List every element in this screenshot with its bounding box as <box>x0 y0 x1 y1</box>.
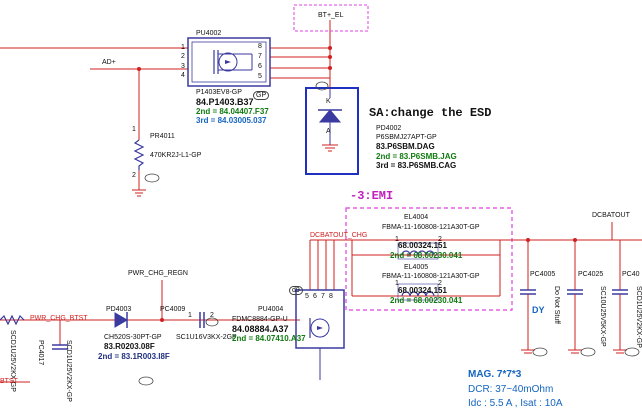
junctions <box>137 46 577 322</box>
pd4002-pin-a: A <box>326 128 331 135</box>
el4005-symbol <box>397 283 439 301</box>
pu4002-badge: GP <box>253 91 270 100</box>
net-pwr-chg-regn: PWR_CHG_REGN <box>128 270 188 277</box>
pd4002-ref: PD4002 <box>376 125 402 132</box>
net-btst: BTST <box>0 378 18 385</box>
pd4003-pn: 83.R0203.08F <box>104 342 155 351</box>
net-dcbatout: DCBATOUT <box>592 212 630 219</box>
pd4002-3rd: 3rd = 83.P6SMB.CAG <box>376 161 457 170</box>
pc4009-ref: PC4009 <box>160 306 186 313</box>
el4004-pin-2: 2 <box>438 236 442 243</box>
left-resistor-symbol <box>0 314 25 326</box>
net-ad-plus: AD+ <box>102 59 116 66</box>
pu4002-pin-1: 1 <box>181 44 185 51</box>
note-badges <box>138 81 640 386</box>
pd4003-ref: PD4003 <box>106 306 132 313</box>
el4004-2nd: 2nd = 68.00230.041 <box>390 251 463 260</box>
note-mag: MAG. 7*7*3 <box>468 369 522 380</box>
el4005-ref: EL4005 <box>404 264 429 271</box>
esd-note: SA:change the ESD <box>369 106 492 120</box>
pc40-ref: PC40 <box>622 271 640 278</box>
pd4003-2nd: 2nd = 83.1R003.I8F <box>98 352 170 361</box>
pu4004-symbol <box>295 289 345 380</box>
pu4002-3rd: 3rd = 84.03005.037 <box>196 116 267 125</box>
net-dcbatout-chg: DCBATOUT_CHG <box>310 232 368 239</box>
net-pwr-chg-btst: PWR_CHG_BTST <box>30 315 88 322</box>
pc4009-symbol <box>199 312 205 328</box>
pu4002-pin-8: 8 <box>258 43 262 50</box>
el4005-2nd: 2nd = 68.00230.041 <box>390 296 463 305</box>
el4004-ref: EL4004 <box>404 214 429 221</box>
note-idc: Idc : 5.5 A , Isat : 10A <box>468 398 563 409</box>
wires-bottom <box>0 222 642 383</box>
wires-top <box>0 20 331 190</box>
pu4004-pin-8: 8 <box>329 293 333 300</box>
pd4003-symbol <box>114 312 128 328</box>
pu4002-part: P1403EV8-GP <box>196 89 242 96</box>
pu4004-part: FDMC8884-GP-U <box>232 316 288 323</box>
pu4002-pin-6: 6 <box>258 63 262 70</box>
el4005-pn: 68.00324.151 <box>398 286 447 295</box>
pu4002-pin-4: 4 <box>181 72 185 79</box>
pu4004-pn: 84.08884.A37 <box>232 324 289 334</box>
pd4003-part: CH520S-30PT-GP <box>104 334 162 341</box>
pu4002-pin-7: 7 <box>258 53 262 60</box>
pd4002-symbol <box>318 90 342 152</box>
note-dcr: DCR: 37~40mOhm <box>468 384 554 395</box>
pu4002-2nd: 2nd = 84.04407.F37 <box>196 107 269 116</box>
emi-box <box>345 207 513 311</box>
pu4002-symbol <box>187 37 271 87</box>
pu4004-2nd: 2nd = 84.07410.A37 <box>232 334 306 343</box>
pd4002-part: P6SBMJ27APT-GP <box>376 134 437 141</box>
bt-el-box <box>293 4 369 32</box>
esd-box <box>305 87 359 175</box>
pr4011-pin-1: 1 <box>132 126 136 133</box>
pc4009-part: SC1U16V3KX-2GP <box>176 334 237 341</box>
pc4005-mark: DY <box>532 305 545 315</box>
el4005-part: FBMA-11-160808-121A30T-GP <box>382 273 480 280</box>
pr4011-pin-2: 2 <box>132 172 136 179</box>
el4004-symbol <box>397 242 439 260</box>
pu4004-pin-7: 7 <box>321 293 325 300</box>
capacitor-grounds <box>521 294 627 354</box>
pc4017-ref: PC4017 <box>37 340 44 366</box>
pr4011-symbol <box>133 139 145 170</box>
pu4004-ref: PU4004 <box>258 306 284 313</box>
pc4009-pin-1: 1 <box>188 312 192 319</box>
pu4002-pin-3: 3 <box>181 63 185 70</box>
pc4025-part: SC10U25V5KX-GP <box>599 286 606 347</box>
pu4002-pin-2: 2 <box>181 53 185 60</box>
pu4002-pn: 84.P1403.B37 <box>196 97 254 107</box>
pr4011-part: 470KR2J-L1-GP <box>150 152 202 159</box>
pc4005-ref: PC4005 <box>530 271 556 278</box>
pu4004-pin-5: 5 <box>305 293 309 300</box>
pu4002-ref: PU4002 <box>196 30 222 37</box>
net-bt-el: BT+_EL <box>318 12 344 19</box>
pc4009-pin-2: 2 <box>210 312 214 319</box>
pd4002-2nd: 2nd = 83.P6SMB.JAG <box>376 152 457 161</box>
ground-pr4011 <box>132 189 146 197</box>
emi-label: -3:EMI <box>350 189 394 203</box>
el4004-part: FBMA-11-160808-121A30T-GP <box>382 224 480 231</box>
pd4002-pin-k: K <box>326 98 331 105</box>
el4005-pin-1: 1 <box>395 280 399 287</box>
el4004-pin-1: 1 <box>395 236 399 243</box>
pu4004-badge: d9 <box>289 286 303 295</box>
pc4005-part: Do Not Stuff <box>553 286 560 325</box>
pu4002-pin-5: 5 <box>258 73 262 80</box>
pc4017-part: SCD1U25V2KX-GP <box>65 340 72 402</box>
el4005-pin-2: 2 <box>438 280 442 287</box>
pc40-part: SCD1U25V2KX-GP <box>635 286 642 348</box>
el4004-pn: 68.00324.151 <box>398 241 447 250</box>
pd4002-pn: 83.P6SBM.DAG <box>376 142 435 151</box>
pc4025-ref: PC4025 <box>578 271 604 278</box>
pu4004-pin-6: 6 <box>313 293 317 300</box>
pr4011-ref: PR4011 <box>150 133 175 140</box>
